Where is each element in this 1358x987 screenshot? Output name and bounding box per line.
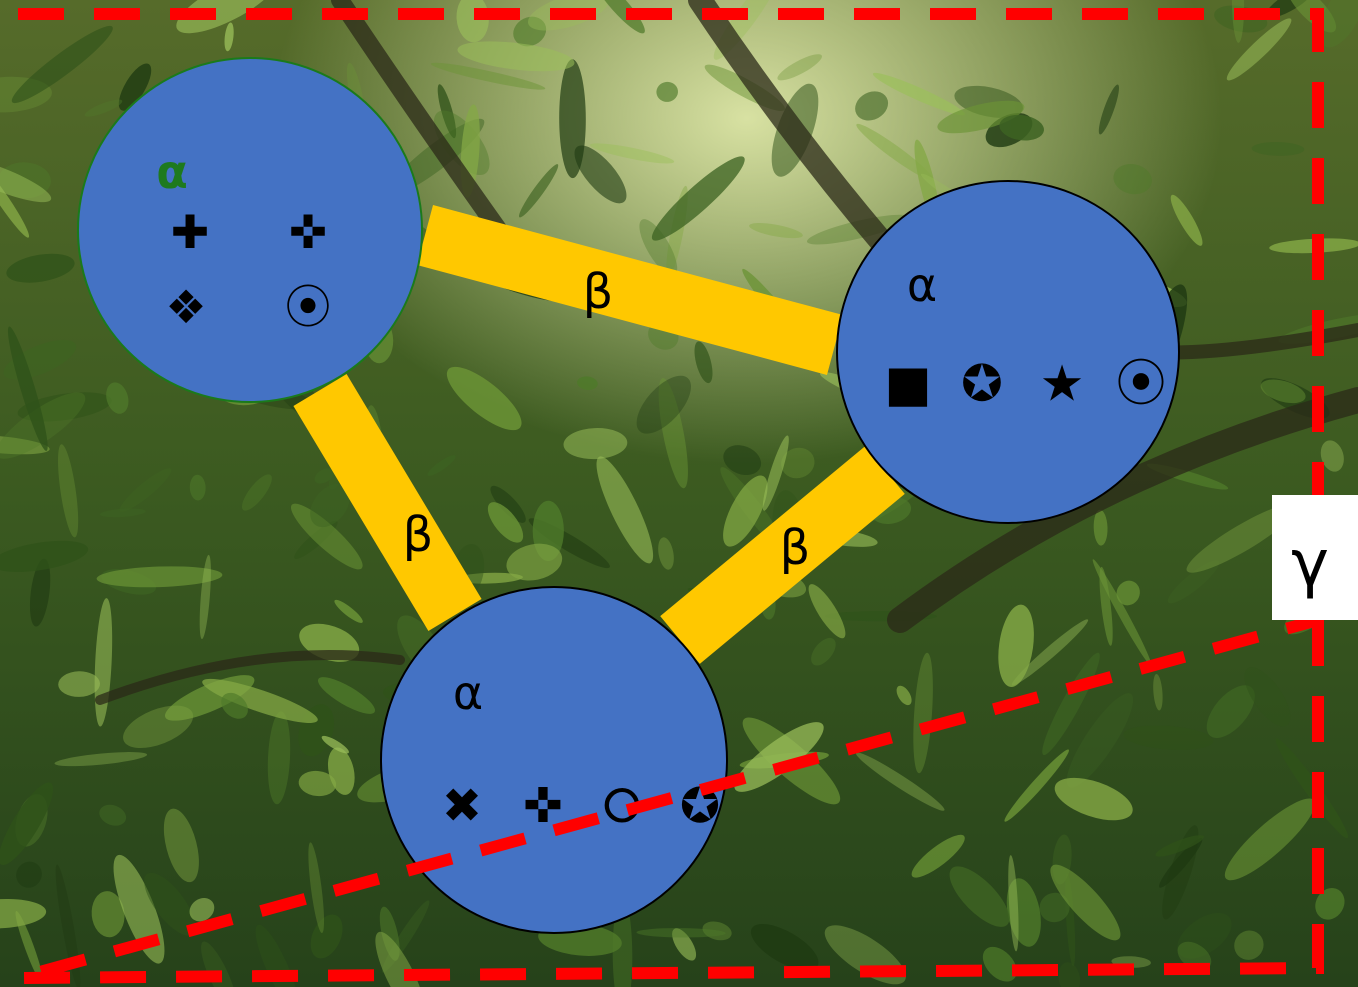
corridor-1: β	[416, 205, 844, 375]
patch-circle	[77, 57, 423, 403]
region-boundary	[16, 8, 1324, 984]
species-symbol: ✖	[442, 778, 482, 834]
species-symbol: ✚	[171, 205, 210, 259]
region-label-box: γ	[1272, 495, 1358, 620]
habitat-patch-3: α✖✜⭘✪	[380, 586, 728, 934]
corridor-label: β	[403, 507, 434, 563]
corridor-bar	[416, 205, 844, 375]
patch-circle	[836, 180, 1180, 524]
species-symbol: ★	[1040, 355, 1085, 413]
habitat-patch-2: α ■ ✪ ★ ⦿	[836, 180, 1180, 524]
species-symbol: ⦿	[285, 280, 331, 334]
region-label: γ	[1291, 527, 1329, 601]
corridors-layer: β β β	[293, 205, 905, 664]
species-symbol: ■	[884, 355, 931, 413]
patch-circle	[380, 586, 728, 934]
habitat-patch-1: α ✚ ✜ ❖ ⦿	[77, 57, 423, 403]
patch-label: α	[156, 145, 188, 199]
corridor-bar	[293, 374, 482, 631]
patch-label: α	[907, 258, 937, 312]
corridor-label: β	[780, 520, 811, 576]
patches-layer: α✚✜❖⦿α■✪★⦿α✖✜⭘✪	[77, 57, 1180, 934]
corridor-2: β	[293, 374, 482, 631]
patch-label: α	[453, 666, 483, 720]
species-symbol: ✜	[289, 205, 328, 259]
species-symbol: ❖	[165, 280, 206, 334]
species-symbol: ✪	[961, 355, 1003, 413]
corridor-label: β	[583, 264, 614, 320]
corridor-bar	[660, 446, 905, 664]
species-symbol: ⦿	[1116, 355, 1166, 413]
corridor-3: β	[660, 446, 905, 664]
